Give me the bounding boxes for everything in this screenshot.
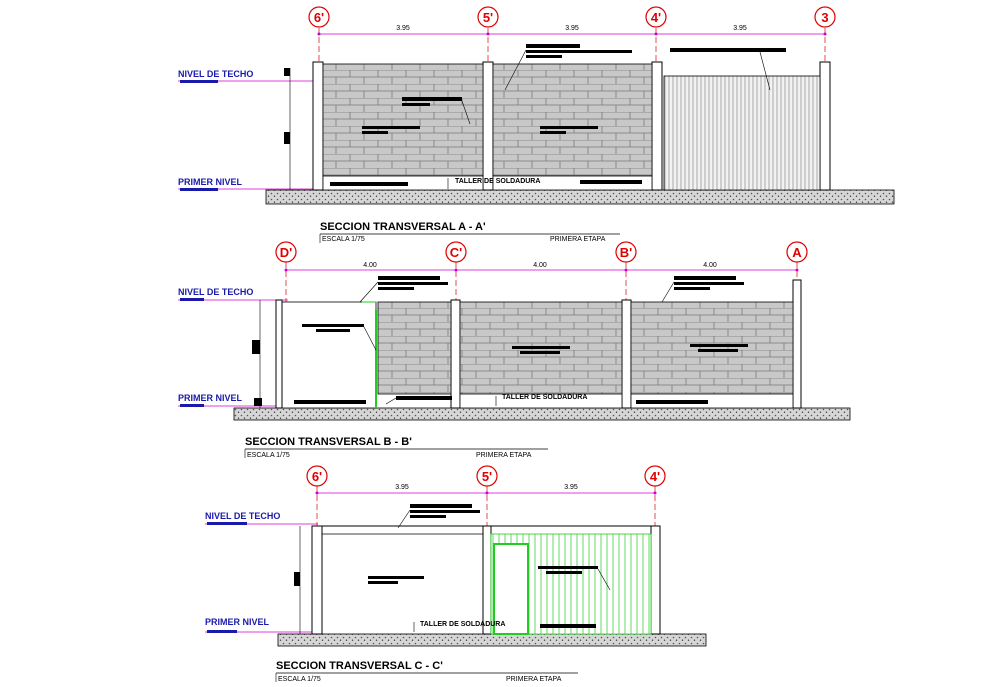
room-label: TALLER DE SOLDADURA — [502, 394, 587, 401]
axis-label: 4' — [650, 469, 660, 484]
room-label: TALLER DE SOLDADURA — [420, 621, 505, 628]
section-title: SECCION TRANSVERSAL B - B' — [245, 436, 412, 448]
dimension-label: 3.95 — [733, 25, 747, 32]
dimension-label: 3.95 — [564, 484, 578, 491]
stage-label: PRIMERA ETAPA — [550, 236, 606, 243]
scale-label: ESCALA 1/75 — [322, 236, 365, 243]
axis-label: 5' — [483, 10, 493, 25]
section-c: 6' 5' 4' 3.95 3.95 NIVEL DE TECHO PRIMER… — [205, 465, 707, 683]
axis-label: A — [792, 245, 802, 260]
room-label: TALLER DE SOLDADURA — [455, 178, 540, 185]
dimension-label: 3.95 — [396, 25, 410, 32]
roof-level-label: NIVEL DE TECHO — [178, 69, 253, 79]
axis-label: 6' — [312, 469, 322, 484]
dimension-label: 3.95 — [395, 484, 409, 491]
section-b-axis-markers: D' C' B' A — [275, 241, 808, 263]
axis-label: 4' — [651, 10, 661, 25]
section-title: SECCION TRANSVERSAL C - C' — [276, 660, 443, 672]
stage-label: PRIMERA ETAPA — [506, 676, 562, 683]
axis-label: C' — [450, 245, 462, 260]
section-a-axis-markers: 6' 5' 4' 3 — [308, 6, 836, 28]
section-b: D' C' B' A 4.00 4.00 4.00 NIVEL DE TECHO… — [178, 241, 851, 459]
section-c-axis-markers: 6' 5' 4' — [306, 465, 666, 487]
axis-label: 5' — [482, 469, 492, 484]
axis-label: 6' — [314, 10, 324, 25]
floor-level-label: PRIMER NIVEL — [205, 617, 270, 627]
floor-level-label: PRIMER NIVEL — [178, 393, 243, 403]
axis-label: D' — [280, 245, 292, 260]
axis-label: B' — [620, 245, 632, 260]
section-title: SECCION TRANSVERSAL A - A' — [320, 221, 486, 233]
roof-level-label: NIVEL DE TECHO — [205, 511, 280, 521]
dimension-label: 4.00 — [363, 262, 377, 269]
stage-label: PRIMERA ETAPA — [476, 452, 532, 459]
dimension-label: 4.00 — [703, 262, 717, 269]
roof-level-label: NIVEL DE TECHO — [178, 287, 253, 297]
section-a: 6' 5' 4' 3 3.95 3.95 3.95 NIVEL DE TECHO… — [178, 6, 895, 243]
scale-label: ESCALA 1/75 — [247, 452, 290, 459]
scale-label: ESCALA 1/75 — [278, 676, 321, 683]
axis-label: 3 — [821, 10, 828, 25]
floor-level-label: PRIMER NIVEL — [178, 177, 243, 187]
dimension-label: 4.00 — [533, 262, 547, 269]
dimension-label: 3.95 — [565, 25, 579, 32]
